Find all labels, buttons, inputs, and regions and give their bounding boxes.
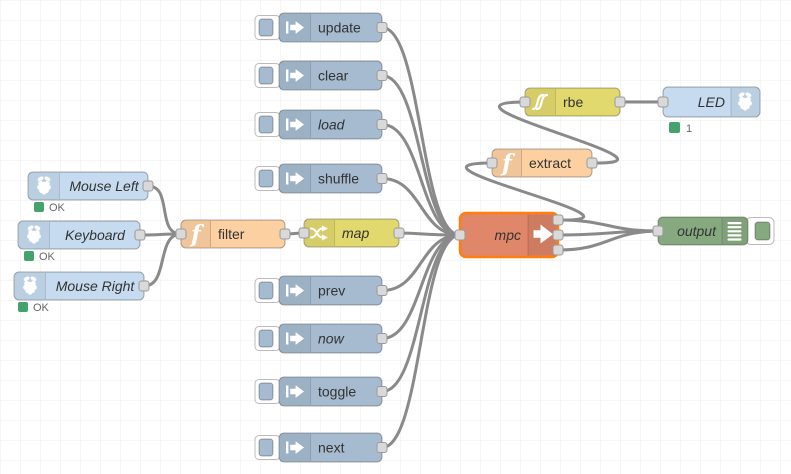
input-port[interactable] (298, 227, 310, 239)
status-indicator (34, 202, 44, 212)
node-label: Mouse Left (69, 178, 139, 194)
node-inject-load[interactable]: load (254, 109, 388, 140)
node-label: load (318, 117, 346, 133)
wire-clear-to-mpc[interactable] (380, 74, 462, 237)
output-port[interactable] (134, 229, 146, 241)
node-label: prev (318, 283, 345, 299)
node-inject-clear[interactable]: clear (254, 60, 388, 91)
status-text: OK (33, 302, 50, 314)
status-text: OK (39, 251, 56, 263)
node-inject-now[interactable]: now (254, 323, 388, 354)
node-rpi-mouse-left[interactable]: Mouse Left OK (27, 171, 154, 214)
node-label: Mouse Right (56, 278, 136, 294)
node-inject-update[interactable]: update (254, 12, 388, 43)
node-label: next (318, 440, 345, 456)
input-port[interactable] (652, 225, 664, 237)
node-inject-prev[interactable]: prev (254, 275, 388, 306)
node-label: clear (318, 68, 349, 84)
input-port[interactable] (454, 229, 466, 241)
output-port[interactable] (376, 386, 388, 397)
output-port[interactable] (142, 180, 154, 192)
output-port[interactable] (586, 157, 598, 169)
output-port[interactable] (138, 280, 150, 292)
status-indicator (18, 302, 28, 312)
wires (138, 26, 665, 449)
inject-button-inner (258, 18, 274, 37)
node-mpc[interactable]: mpc (454, 211, 564, 259)
wire-load-to-mpc[interactable] (380, 123, 462, 237)
inject-button-inner (258, 169, 274, 188)
inject-button-inner (258, 438, 274, 457)
inject-button-inner (258, 281, 274, 300)
inject-button-inner (258, 329, 274, 348)
node-label: toggle (318, 384, 356, 400)
output-port[interactable] (376, 119, 388, 130)
node-debug-output[interactable]: output (652, 216, 775, 246)
node-label: now (318, 331, 345, 347)
node-inject-next[interactable]: next (254, 432, 388, 463)
output-port-2[interactable] (552, 229, 564, 241)
output-port-1[interactable] (552, 214, 564, 226)
output-port[interactable] (376, 285, 388, 296)
wire-mouseleft-to-filter[interactable] (146, 184, 183, 236)
node-inject-shuffle[interactable]: shuffle (254, 163, 388, 194)
status-text: 1 (686, 123, 692, 135)
node-function-filter[interactable]: f filter (175, 219, 291, 249)
wire-mouseright-to-filter[interactable] (142, 232, 183, 288)
icon-backdrop (182, 221, 211, 247)
output-port[interactable] (376, 173, 388, 184)
node-label: extract (529, 155, 571, 171)
wire-extract-to-rbe[interactable] (497, 100, 620, 165)
wire-map-to-mpc[interactable] (397, 231, 462, 237)
output-port[interactable] (376, 442, 388, 453)
node-rpi-keyboard[interactable]: Keyboard OK (17, 220, 146, 263)
wire-mpc3-to-output[interactable] (556, 229, 660, 252)
node-label: filter (218, 226, 245, 242)
inject-button-inner (258, 382, 274, 401)
node-label: shuffle (318, 171, 359, 187)
status-text: OK (49, 202, 66, 214)
node-label: map (342, 225, 369, 241)
node-label: mpc (495, 227, 521, 243)
status-indicator (669, 122, 680, 133)
output-port[interactable] (393, 227, 405, 239)
inject-button-inner (258, 66, 274, 85)
output-port[interactable] (279, 228, 291, 240)
input-port[interactable] (657, 96, 669, 108)
node-label: LED (698, 94, 725, 110)
debug-toggle-inner (754, 221, 771, 241)
wire-mpc1-to-extract[interactable] (464, 161, 586, 222)
status-indicator (24, 251, 34, 261)
icon-backdrop (305, 220, 334, 246)
node-rpi-led[interactable]: LED 1 (657, 86, 761, 135)
output-port[interactable] (614, 96, 626, 108)
node-rpi-mouse-right[interactable]: Mouse Right OK (13, 271, 150, 314)
input-port[interactable] (519, 96, 531, 108)
icon-backdrop (493, 150, 522, 176)
node-label: update (318, 20, 361, 36)
node-label: output (677, 223, 717, 239)
output-port[interactable] (376, 22, 388, 33)
output-port-3[interactable] (552, 244, 564, 256)
input-port[interactable] (175, 228, 187, 240)
node-label: rbe (563, 94, 583, 110)
wire-next-to-mpc[interactable] (380, 233, 462, 449)
inject-button-inner (258, 115, 274, 134)
input-port[interactable] (486, 157, 498, 169)
node-rbe[interactable]: rbe (519, 87, 626, 117)
node-label: Keyboard (65, 227, 126, 243)
wire-shuffle-to-mpc[interactable] (380, 177, 462, 237)
node-function-extract[interactable]: f extract (486, 148, 598, 178)
node-range-map[interactable]: map (298, 218, 405, 248)
node-inject-toggle[interactable]: toggle (254, 376, 388, 407)
wire-toggle-to-mpc[interactable] (380, 233, 462, 393)
output-port[interactable] (376, 70, 388, 81)
output-port[interactable] (376, 333, 388, 344)
